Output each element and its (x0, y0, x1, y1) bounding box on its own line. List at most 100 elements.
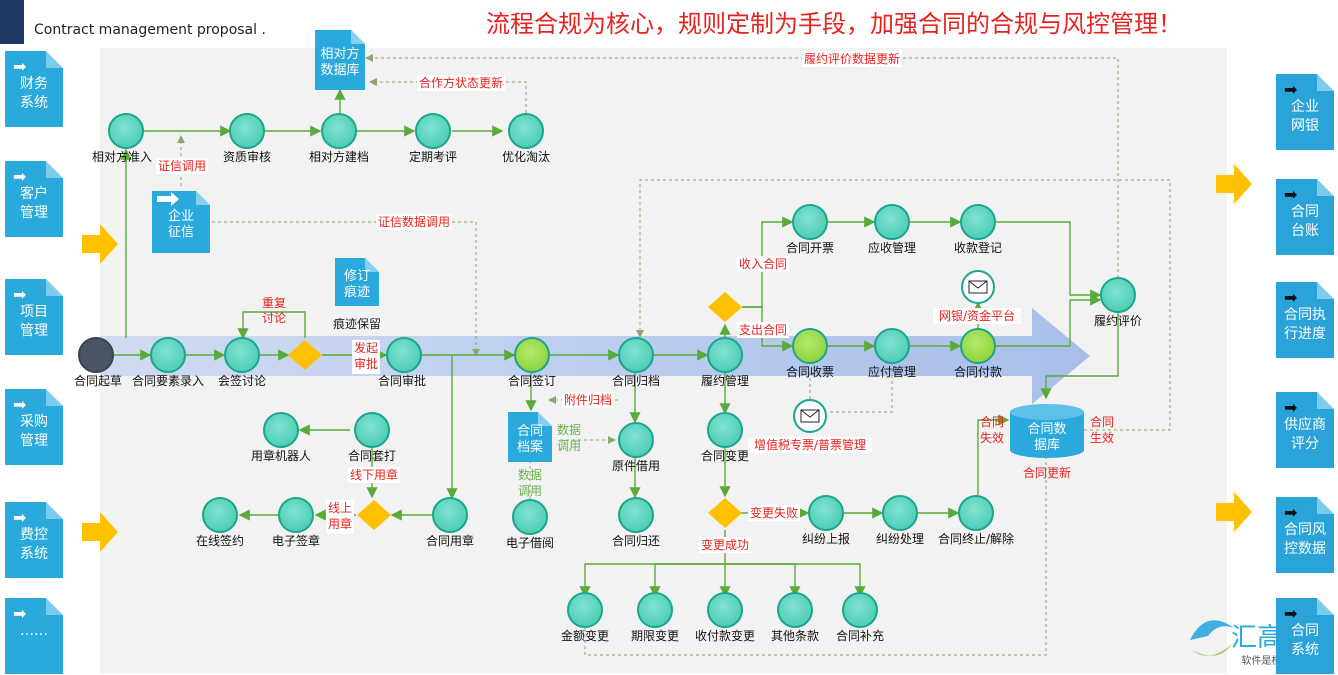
countersign-label: 会签讨论 (218, 373, 266, 388)
eval-update-link (365, 54, 1119, 278)
online-seal-label: 线上用章 (328, 501, 352, 531)
cp-status-update-label: 合作方状态更新 (419, 75, 503, 90)
supplement-node[interactable] (842, 592, 878, 628)
e-borrow-node[interactable] (512, 499, 548, 535)
label-bg (352, 340, 380, 374)
e-seal-node[interactable] (278, 497, 314, 533)
left-system-tile-3[interactable]: ➡采购 管理 (5, 389, 63, 465)
right-system-tile-3[interactable]: ➡供应商 评分 (1276, 392, 1334, 468)
contract-db[interactable] (1010, 412, 1084, 458)
system-label: 供应商 评分 (1284, 417, 1326, 452)
counterparty-db-doc[interactable] (315, 30, 365, 90)
arrow-icon: ➡ (13, 395, 27, 414)
arrow-icon: ➡ (1284, 503, 1298, 522)
contract-draft-node[interactable] (78, 337, 114, 373)
archive-node[interactable] (618, 337, 654, 373)
change-decision[interactable] (708, 498, 742, 528)
left-system-tile-1[interactable]: ➡客户 管理 (5, 161, 63, 237)
yellow-arrow-left-1 (82, 224, 118, 264)
right-system-tile-4[interactable]: ➡合同风 控数据 (1276, 497, 1334, 573)
system-label: 企业 网银 (1291, 99, 1319, 134)
effective-loop (636, 179, 1171, 431)
re-discuss-loop (237, 311, 306, 340)
seal-decision[interactable] (357, 500, 391, 530)
label-bg (699, 537, 751, 553)
discuss-decision[interactable] (288, 340, 322, 370)
attach-archive-label: 附件归档 (564, 393, 612, 407)
return-label: 合同归还 (612, 533, 660, 548)
optimize-node[interactable] (508, 113, 544, 149)
left-system-tile-4[interactable]: ➡费控 系统 (5, 502, 63, 578)
doc-fold (196, 191, 210, 205)
approval-node[interactable] (386, 337, 422, 373)
countersign-node[interactable] (224, 337, 260, 373)
arrow-icon: ➡ (13, 285, 27, 304)
right-system-tile-1[interactable]: ➡合同 台账 (1276, 179, 1334, 255)
collection-node[interactable] (960, 204, 996, 240)
contract-type-decision[interactable] (708, 292, 742, 322)
right-system-tile-2[interactable]: ➡合同执 行进度 (1276, 282, 1334, 358)
left-system-tile-5[interactable]: ➡…… (5, 598, 63, 674)
qual-review-label: 资质审核 (223, 149, 271, 164)
use-seal-node[interactable] (432, 497, 468, 533)
receivable-node[interactable] (874, 204, 910, 240)
right-system-tile-5[interactable]: ➡合同 系统 (1276, 598, 1334, 674)
terminate-node[interactable] (958, 495, 994, 531)
label-bg (417, 75, 505, 91)
borrow-original-node[interactable] (618, 422, 654, 458)
dispute-report-node[interactable] (808, 495, 844, 531)
sign-node[interactable] (514, 337, 550, 373)
terminate-label: 合同终止/解除 (938, 531, 1014, 546)
connector (725, 563, 866, 598)
element-entry-node[interactable] (150, 337, 186, 373)
left-system-tile-0[interactable]: ➡财务 系统 (5, 51, 63, 127)
payable-node[interactable] (874, 328, 910, 364)
qual-review-node[interactable] (229, 113, 265, 149)
header-accent-bar (0, 0, 24, 44)
change-node[interactable] (707, 412, 743, 448)
income-contract-label: 收入合同 (739, 256, 787, 271)
amount-change-node[interactable] (567, 592, 603, 628)
other-terms-node[interactable] (777, 592, 813, 628)
print-node[interactable] (354, 412, 390, 448)
page-title: Contract management proposal . (34, 22, 266, 38)
pay-change-label: 收付款变更 (695, 628, 755, 643)
invoice-node[interactable] (792, 204, 828, 240)
invoice-label: 合同开票 (786, 240, 834, 255)
label-bg (348, 467, 400, 483)
evaluation-node[interactable] (1100, 277, 1136, 313)
label-bg (156, 158, 208, 174)
cp-access-node[interactable] (108, 113, 144, 149)
label-bg (737, 256, 789, 272)
print-label: 合同套打 (348, 448, 396, 463)
cp-access-label: 相对方准入 (92, 149, 152, 164)
element-entry-label: 合同要素录入 (132, 373, 204, 388)
label-bg (748, 505, 800, 521)
term-change-node[interactable] (637, 592, 673, 628)
dispute-handle-node[interactable] (882, 495, 918, 531)
seal-robot-node[interactable] (263, 412, 299, 448)
right-system-tile-0[interactable]: ➡企业 网银 (1276, 74, 1334, 150)
enterprise-credit-doc[interactable] (152, 191, 210, 253)
optimize-label: 优化淘汰 (502, 150, 550, 164)
payment-node[interactable] (960, 328, 996, 364)
contract-db-label: 合同数据库 (1027, 422, 1066, 453)
periodic-review-node[interactable] (415, 113, 451, 149)
system-label: 合同执 行进度 (1284, 307, 1326, 342)
cp-file-node[interactable] (321, 113, 357, 149)
arrow-icon: ➡ (13, 604, 27, 623)
label-bg (748, 437, 872, 453)
expense-contract-label: 支出合同 (739, 322, 787, 337)
e-seal-label: 电子签章 (272, 533, 320, 548)
perf-mgmt-node[interactable] (707, 337, 743, 373)
online-sign-node[interactable] (202, 497, 238, 533)
slogan: 流程合规为核心，规则定制为手段，加强合同的合规与风控管理！ (486, 10, 1182, 38)
payable-label: 应付管理 (868, 364, 916, 379)
return-node[interactable] (618, 497, 654, 533)
arrow-icon: ➡ (1284, 604, 1298, 623)
receipt-node[interactable] (792, 328, 828, 364)
pay-change-node[interactable] (707, 592, 743, 628)
left-system-tile-2[interactable]: ➡项目 管理 (5, 279, 63, 355)
system-label: 客户 管理 (20, 186, 48, 221)
